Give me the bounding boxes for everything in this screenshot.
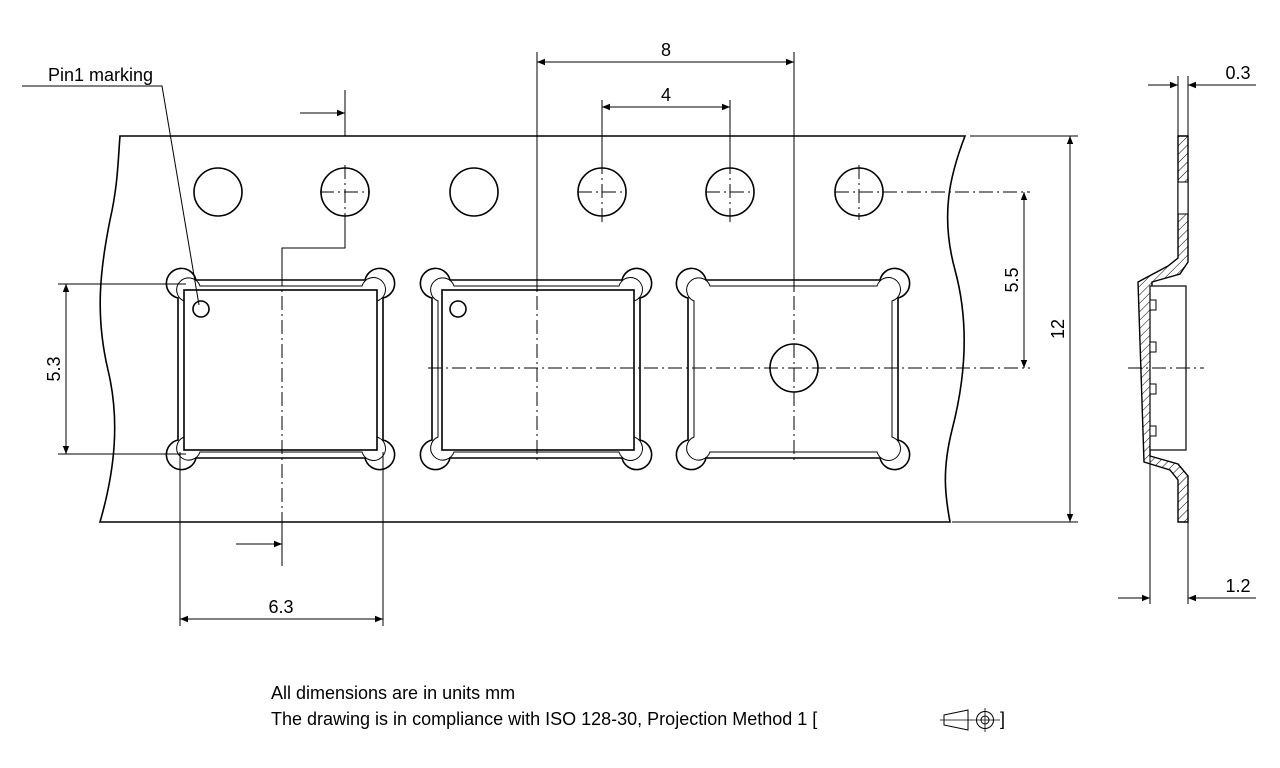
offset-leader [281, 215, 346, 280]
dimension-5-3: 5.3 [44, 283, 186, 455]
svg-text:0.3: 0.3 [1225, 63, 1250, 83]
pocket-3 [675, 267, 911, 471]
svg-text:12: 12 [1048, 319, 1068, 339]
pin1-dot [192, 300, 210, 318]
svg-text:6.3: 6.3 [268, 597, 293, 617]
svg-text:5.3: 5.3 [44, 356, 64, 381]
svg-text:Pin1 marking: Pin1 marking [48, 65, 153, 85]
tape-outline [98, 135, 967, 523]
dimension-8: 8 [536, 40, 795, 290]
note-units: All dimensions are in units mm [271, 683, 515, 703]
svg-text:1.2: 1.2 [1225, 576, 1250, 596]
projection-method-1-icon [940, 708, 1000, 732]
dimension-6-3: 6.3 [179, 452, 384, 626]
pocket-centerlines [281, 160, 1030, 560]
sprocket-holes [193, 167, 884, 217]
pocket-1 [165, 267, 396, 471]
dimension-4: 4 [601, 85, 731, 168]
side-profile [1128, 135, 1204, 523]
dimension-0-3: 0.3 [1148, 63, 1256, 136]
note-iso: The drawing is in compliance with ISO 12… [271, 709, 817, 729]
pin1-marking-callout: Pin1 marking [22, 65, 200, 306]
dimension-12: 12 [952, 135, 1078, 523]
dimension-5-5: 5.5 [1002, 192, 1028, 368]
sprocket-centerlines [320, 165, 1030, 220]
pocket-2 [419, 267, 653, 471]
note-iso-bracket-close: ] [1000, 709, 1005, 729]
svg-text:4: 4 [661, 85, 671, 105]
svg-text:5.5: 5.5 [1002, 267, 1022, 292]
dimension-1-2: 1.2 [1118, 456, 1256, 604]
svg-text:8: 8 [661, 40, 671, 60]
